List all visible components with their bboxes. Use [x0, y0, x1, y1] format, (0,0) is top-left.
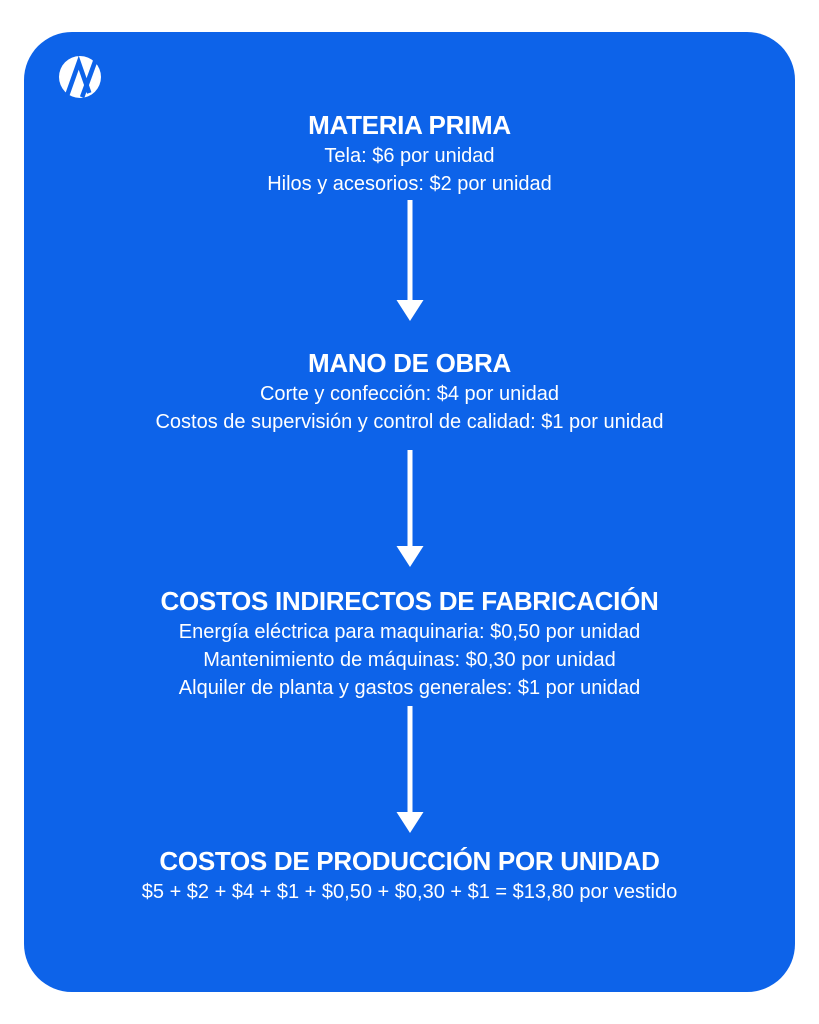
brand-logo-icon — [59, 56, 101, 98]
section-line: Energía eléctrica para maquinaria: $0,50… — [178, 621, 641, 643]
section-line: Tela: $6 por unidad — [324, 145, 495, 167]
section-line: Costos de supervisión y control de calid… — [155, 411, 664, 433]
section-line: Corte y confección: $4 por unidad — [259, 383, 560, 405]
section-line: Hilos y acesorios: $2 por unidad — [267, 173, 552, 195]
section-line: Alquiler de planta y gastos generales: $… — [178, 677, 641, 699]
section-title: MANO DE OBRA — [308, 348, 511, 378]
section-title: MATERIA PRIMA — [308, 110, 511, 140]
section-line: $5 + $2 + $4 + $1 + $0,50 + $0,30 + $1 =… — [141, 881, 678, 903]
section-line: Mantenimiento de máquinas: $0,30 por uni… — [203, 649, 616, 671]
down-arrow-icon — [396, 200, 423, 321]
flow-section-costos-indirectos: COSTOS INDIRECTOS DE FABRICACIÓN Energía… — [24, 584, 795, 702]
down-arrow-icon — [396, 450, 423, 567]
section-title: COSTOS INDIRECTOS DE FABRICACIÓN — [160, 586, 659, 616]
flow-section-materia-prima: MATERIA PRIMA Tela: $6 por unidad Hilos … — [24, 108, 795, 198]
infographic-card: MATERIA PRIMA Tela: $6 por unidad Hilos … — [24, 32, 795, 992]
down-arrow-icon — [396, 706, 423, 833]
flow-section-costo-total: COSTOS DE PRODUCCIÓN POR UNIDAD $5 + $2 … — [24, 844, 795, 906]
flow-section-mano-de-obra: MANO DE OBRA Corte y confección: $4 por … — [24, 346, 795, 436]
section-title: COSTOS DE PRODUCCIÓN POR UNIDAD — [159, 846, 660, 876]
